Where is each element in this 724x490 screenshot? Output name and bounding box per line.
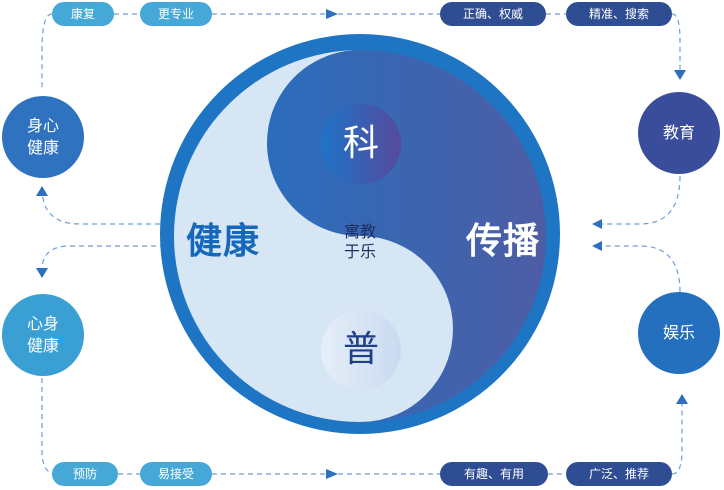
pill-easy-accept: 易接受 (140, 462, 212, 486)
arrow-right-lower (592, 241, 602, 251)
node-body-mind-health-line2: 健康 (26, 138, 59, 157)
connector-right-lower (600, 245, 681, 293)
connector-left-lower (41, 245, 165, 271)
connector-left-upper (41, 187, 165, 225)
pill-prevention: 预防 (52, 462, 118, 486)
arrow-right-upper (592, 219, 602, 229)
pill-more-professional: 更专业 (140, 2, 212, 26)
arrow-top-right-down (674, 70, 686, 80)
node-education: 教育 (638, 92, 720, 174)
taiji-dot-bottom (321, 310, 401, 390)
node-mind-body-health-line1: 心身 (26, 314, 59, 333)
arrow-left-up (36, 186, 48, 196)
node-mind-body-health: 心身 健康 (2, 294, 84, 376)
connector-top-right (671, 13, 681, 72)
connector-bottom-right (671, 400, 683, 475)
label-edutainment-line2: 于乐 (343, 242, 376, 261)
pill-precise-search: 精准、搜索 (566, 2, 672, 26)
connector-top-left (41, 13, 53, 90)
label-health: 健康 (186, 221, 261, 262)
arrow-bottom-right-up (676, 394, 688, 404)
node-mind-body-health-line2: 健康 (26, 336, 59, 355)
pill-wide-recommend: 广泛、推荐 (566, 462, 672, 486)
pill-correct-authoritative: 正确、权威 (440, 2, 546, 26)
arrow-top-middle (326, 9, 338, 19)
connector-bottom-left (41, 378, 57, 475)
node-entertainment-label: 娱乐 (662, 323, 695, 342)
arrow-bottom-middle (326, 469, 338, 479)
taiji-symbol (160, 34, 560, 434)
char-science: 科 (342, 123, 379, 164)
node-body-mind-health: 身心 健康 (2, 96, 84, 178)
label-communication: 传播 (466, 221, 541, 262)
pill-fun-useful: 有趣、有用 (440, 462, 548, 486)
node-body-mind-health-line1: 身心 (26, 116, 59, 135)
connector-right-upper (600, 175, 681, 225)
char-popularize: 普 (342, 329, 379, 370)
node-entertainment: 娱乐 (638, 292, 720, 374)
node-education-label: 教育 (662, 123, 695, 142)
label-edutainment: 寓教 于乐 (332, 222, 388, 262)
pill-rehab: 康复 (52, 2, 114, 26)
connector-arrows (36, 9, 688, 479)
taiji-dot-top (321, 104, 401, 184)
arrow-left-down (36, 268, 48, 278)
label-edutainment-line1: 寓教 (343, 222, 376, 241)
